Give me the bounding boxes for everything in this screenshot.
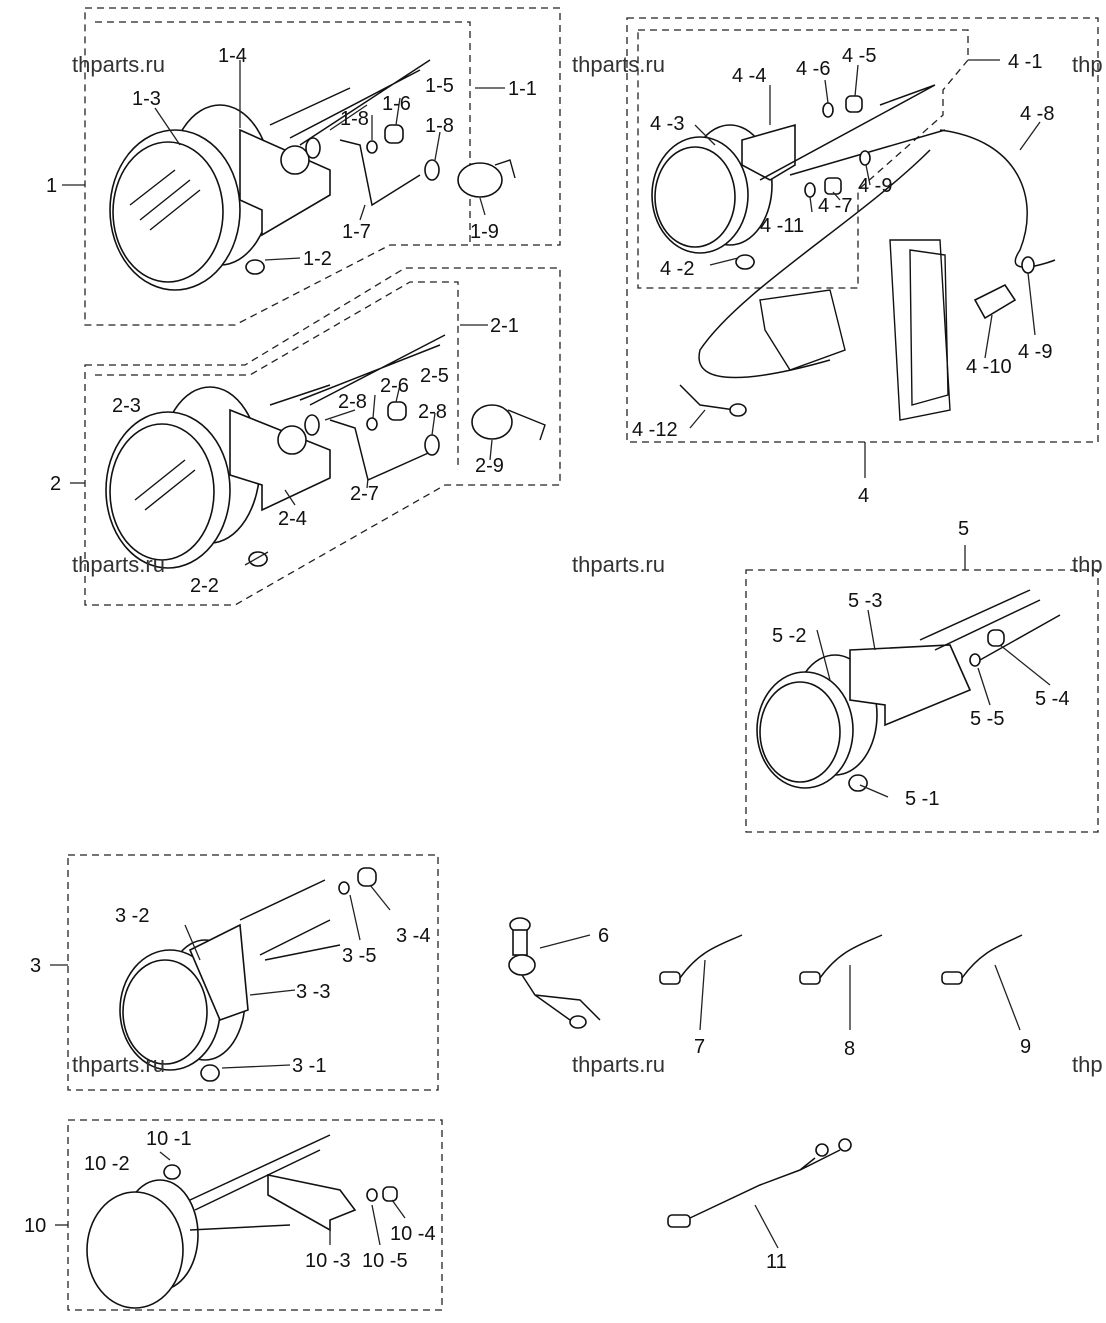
- watermark: thparts.ru: [72, 552, 165, 577]
- part-label: 1-4: [218, 45, 247, 67]
- gauge-assembly-1: [109, 59, 516, 291]
- group-label-3: 3: [30, 955, 41, 977]
- part-label: 3 -4: [396, 925, 430, 947]
- part-label: 1-7: [342, 221, 371, 243]
- part-label: 1-8: [425, 115, 454, 137]
- part-label: 4 -12: [632, 419, 678, 441]
- part-label: 2-8: [338, 391, 367, 413]
- part-label: 2-3: [112, 395, 141, 417]
- group-boxes: [67, 7, 1099, 1311]
- part-label: 4 -2: [660, 258, 694, 280]
- part-label: 3 -1: [292, 1055, 326, 1077]
- part-label: 5 -3: [848, 590, 882, 612]
- watermark: thp: [1072, 52, 1103, 77]
- part-label: 4 -10: [966, 356, 1012, 378]
- part-label: 1-6: [382, 93, 411, 115]
- group-label-2: 2: [50, 473, 61, 495]
- part-label: 4 -1: [1008, 51, 1042, 73]
- part-label: 1-3: [132, 88, 161, 110]
- part-label: 2-4: [278, 508, 307, 530]
- part-label: 2-7: [350, 483, 379, 505]
- watermark: thparts.ru: [572, 552, 665, 577]
- part-label: 6: [598, 925, 609, 947]
- part-label: 10 -1: [146, 1128, 192, 1150]
- part-label: 1-2: [303, 248, 332, 270]
- part-label: 11: [766, 1251, 787, 1273]
- part-label: 5 -5: [970, 708, 1004, 730]
- watermark: thparts.ru: [72, 1052, 165, 1077]
- part-label: 4 -7: [818, 195, 852, 217]
- part-label: 1-8: [340, 108, 369, 130]
- watermark: thparts.ru: [72, 52, 165, 77]
- part-label: 4 -11: [760, 215, 804, 237]
- part-label: 10 -2: [84, 1153, 130, 1175]
- group-label-1: 1: [46, 175, 57, 197]
- part-label: 4 -4: [732, 65, 766, 87]
- gauge-assembly-2: [105, 334, 546, 569]
- part-labels: 1-1 1-2 1-3 1-4 1-5 1-6 1-7 1-8 1-8 1-9 …: [84, 45, 1069, 1273]
- part-label: 2-5: [420, 365, 449, 387]
- group-label-4: 4: [858, 485, 869, 507]
- part-label: 8: [844, 1038, 855, 1060]
- part-label: 2-2: [190, 575, 219, 597]
- gauge-assembly-3: [119, 867, 377, 1082]
- part-label: 9: [1020, 1036, 1031, 1058]
- group-label-10: 10: [24, 1215, 46, 1237]
- part-label: 2-9: [475, 455, 504, 477]
- watermarks: thparts.ru thparts.ru thparts.ru thparts…: [72, 52, 1103, 1077]
- watermark: thparts.ru: [572, 52, 665, 77]
- part-label: 10 -5: [362, 1250, 408, 1272]
- part-label: 2-6: [380, 375, 409, 397]
- part-label: 4 -9: [858, 175, 892, 197]
- watermark: thparts.ru: [572, 1052, 665, 1077]
- group-label-5: 5: [958, 518, 969, 540]
- leader-lines: [50, 59, 1051, 1249]
- part-label: 7: [694, 1036, 705, 1058]
- gauge-assembly-4: [651, 84, 1056, 421]
- group-labels: 1 2 3 4 5 10: [24, 175, 969, 1237]
- part-label: 4 -6: [796, 58, 830, 80]
- part-label: 1-9: [470, 221, 499, 243]
- watermark: thp: [1072, 1052, 1103, 1077]
- part-label: 10 -3: [305, 1250, 351, 1272]
- part-label: 1-5: [425, 75, 454, 97]
- part-label: 10 -4: [390, 1223, 436, 1245]
- part-label: 4 -5: [842, 45, 876, 67]
- part-label: 3 -2: [115, 905, 149, 927]
- part-label: 3 -5: [342, 945, 376, 967]
- part-label: 4 -3: [650, 113, 684, 135]
- part-label: 3 -3: [296, 981, 330, 1003]
- part-label: 5 -2: [772, 625, 806, 647]
- loose-parts: [508, 917, 1023, 1228]
- part-label: 4 -9: [1018, 341, 1052, 363]
- part-label: 5 -4: [1035, 688, 1069, 710]
- gauge-assembly-5: [756, 589, 1061, 792]
- part-label: 5 -1: [905, 788, 939, 810]
- watermark: thp: [1072, 552, 1103, 577]
- part-label: 2-1: [490, 315, 519, 337]
- part-label: 2-8: [418, 401, 447, 423]
- part-label: 4 -8: [1020, 103, 1054, 125]
- gauge-assembly-10: [86, 1134, 398, 1309]
- part-label: 1-1: [508, 78, 537, 100]
